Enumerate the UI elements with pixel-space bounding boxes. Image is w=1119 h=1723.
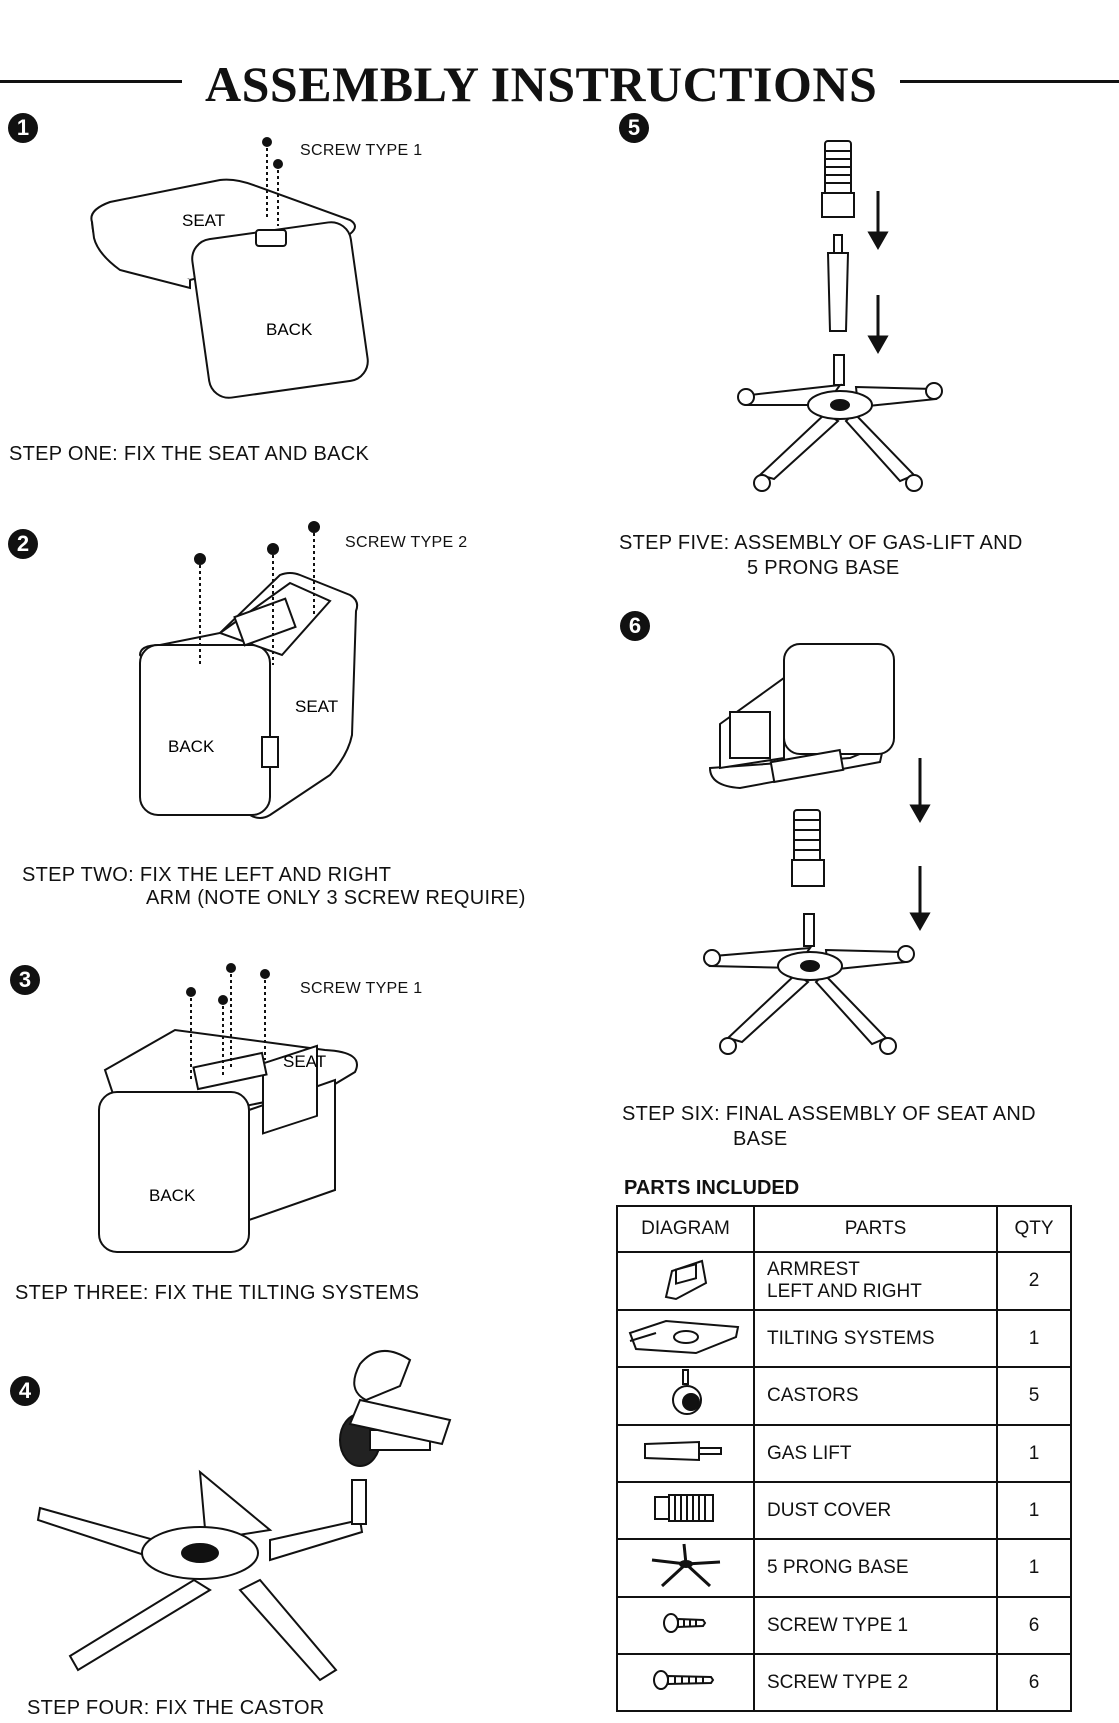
step-6-caption-line1: STEP SIX: FINAL ASSEMBLY OF SEAT AND bbox=[622, 1103, 1036, 1125]
step-3-badge: 3 bbox=[10, 965, 40, 995]
part-name: GAS LIFT bbox=[753, 1424, 998, 1483]
step-1-diagram: SEAT BACK bbox=[90, 137, 369, 399]
part-qty: 1 bbox=[996, 1424, 1072, 1483]
table-row: SCREW TYPE 2 6 bbox=[616, 1653, 1072, 1712]
table-row: 5 PRONG BASE 1 bbox=[616, 1538, 1072, 1598]
step-2-diagram: SEAT BACK bbox=[138, 521, 359, 819]
title-rule-left bbox=[0, 80, 182, 83]
table-row: CASTORS 5 bbox=[616, 1366, 1072, 1426]
step-3-caption: STEP THREE: FIX THE TILTING SYSTEMS bbox=[15, 1282, 420, 1304]
diagram-cell bbox=[616, 1481, 755, 1540]
table-row: TILTING SYSTEMS 1 bbox=[616, 1309, 1072, 1368]
page-header: ASSEMBLY INSTRUCTIONS bbox=[0, 56, 1119, 116]
step-6-diagram bbox=[703, 643, 931, 1055]
step-6-caption-line2: BASE bbox=[733, 1128, 788, 1150]
step-2-caption-line1: STEP TWO: FIX THE LEFT AND RIGHT bbox=[22, 864, 392, 886]
step-3-diagram: SEAT BACK bbox=[98, 963, 358, 1253]
step-1-caption: STEP ONE: FIX THE SEAT AND BACK bbox=[9, 443, 370, 465]
step-2-seat-label: SEAT bbox=[295, 697, 338, 716]
step-5-diagram bbox=[737, 140, 943, 492]
parts-heading: PARTS INCLUDED bbox=[624, 1177, 800, 1199]
tilting-system-icon bbox=[628, 1319, 739, 1354]
step-2-screw-label: SCREW TYPE 2 bbox=[345, 534, 468, 551]
step-4-diagram bbox=[36, 1350, 452, 1682]
diagram-cell bbox=[616, 1309, 755, 1368]
table-row: GAS LIFT 1 bbox=[616, 1424, 1072, 1483]
diagram-cell bbox=[616, 1366, 755, 1426]
step-1-screw-label: SCREW TYPE 1 bbox=[300, 142, 423, 159]
column-header-parts: PARTS bbox=[753, 1205, 998, 1253]
part-name: SCREW TYPE 1 bbox=[753, 1596, 998, 1655]
step-4-badge: 4 bbox=[10, 1376, 40, 1406]
step-3-screw-label: SCREW TYPE 1 bbox=[300, 980, 423, 997]
diagram-cell bbox=[616, 1596, 755, 1655]
screw-type-2-icon bbox=[652, 1669, 714, 1690]
page-title: ASSEMBLY INSTRUCTIONS bbox=[205, 56, 878, 112]
part-name: CASTORS bbox=[753, 1366, 998, 1426]
part-qty: 1 bbox=[996, 1309, 1072, 1368]
table-row: SCREW TYPE 1 6 bbox=[616, 1596, 1072, 1655]
diagram-cell bbox=[616, 1251, 755, 1311]
step-3-seat-label: SEAT bbox=[283, 1052, 326, 1071]
step-5-caption-line1: STEP FIVE: ASSEMBLY OF GAS-LIFT AND bbox=[619, 532, 1023, 554]
diagram-cell bbox=[616, 1653, 755, 1712]
part-name: DUST COVER bbox=[753, 1481, 998, 1540]
table-row: DUST COVER 1 bbox=[616, 1481, 1072, 1540]
part-qty: 1 bbox=[996, 1538, 1072, 1598]
step-1-back-label: BACK bbox=[266, 320, 313, 339]
dust-cover-icon bbox=[653, 1493, 714, 1522]
title-rule-right bbox=[900, 80, 1119, 83]
step-3-back-label: BACK bbox=[149, 1186, 196, 1205]
step-2-badge: 2 bbox=[8, 529, 38, 559]
castor-icon bbox=[671, 1369, 702, 1415]
part-qty: 5 bbox=[996, 1366, 1072, 1426]
diagram-cell bbox=[616, 1424, 755, 1483]
parts-table-header: DIAGRAM PARTS QTY bbox=[616, 1205, 1072, 1253]
screw-type-1-icon bbox=[662, 1612, 706, 1633]
part-qty: 2 bbox=[996, 1251, 1072, 1311]
step-5-caption-line2: 5 PRONG BASE bbox=[747, 557, 900, 579]
prong-base-icon bbox=[651, 1543, 720, 1588]
step-2-back-label: BACK bbox=[168, 737, 215, 756]
armrest-icon bbox=[664, 1259, 707, 1301]
column-header-qty: QTY bbox=[996, 1205, 1072, 1253]
part-name: 5 PRONG BASE bbox=[753, 1538, 998, 1598]
step-6-badge: 6 bbox=[620, 611, 650, 641]
part-qty: 1 bbox=[996, 1481, 1072, 1540]
step-4-caption: STEP FOUR: FIX THE CASTOR bbox=[27, 1697, 325, 1719]
part-name: SCREW TYPE 2 bbox=[753, 1653, 998, 1712]
step-1-seat-label: SEAT bbox=[182, 211, 225, 230]
column-header-diagram: DIAGRAM bbox=[616, 1205, 755, 1253]
step-1-badge: 1 bbox=[8, 113, 38, 143]
part-qty: 6 bbox=[996, 1596, 1072, 1655]
step-2-caption-line2: ARM (NOTE ONLY 3 SCREW REQUIRE) bbox=[146, 887, 526, 909]
diagram-cell bbox=[616, 1538, 755, 1598]
gas-lift-icon bbox=[643, 1440, 722, 1461]
step-5-badge: 5 bbox=[619, 113, 649, 143]
part-qty: 6 bbox=[996, 1653, 1072, 1712]
part-name: TILTING SYSTEMS bbox=[753, 1309, 998, 1368]
